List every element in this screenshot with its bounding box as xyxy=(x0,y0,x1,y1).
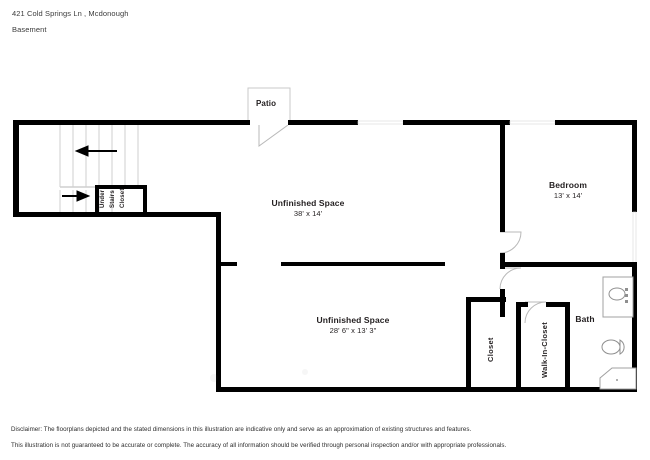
room-label-under-stairs-closet: Under xyxy=(100,190,108,208)
walls xyxy=(13,120,637,392)
floorplan-canvas xyxy=(13,87,637,392)
walk-in-closet-door-swing xyxy=(524,301,547,324)
bath-fixtures xyxy=(599,276,637,390)
patio-door-swing xyxy=(258,124,289,147)
sink-icon xyxy=(602,276,634,318)
under-stairs-line-2: Stairs xyxy=(110,190,116,208)
room-dimensions: 13' x 14' xyxy=(553,191,583,200)
room-name: Unfinished Space xyxy=(316,315,390,325)
disclaimer-line-2: This illustration is not guaranteed to b… xyxy=(11,442,507,449)
floor-level-label: Basement xyxy=(12,25,47,34)
hall-door-swing xyxy=(499,267,522,290)
under-stairs-line-1: Under xyxy=(100,189,106,208)
room-label-patio: Patio xyxy=(256,99,277,108)
room-label-closet: Closet xyxy=(486,337,495,362)
room-label-unfinished-upper: Unfinished Space 38' x 14' xyxy=(213,198,403,219)
under-stairs-line-3: Closet xyxy=(120,188,126,208)
stair-arrow-down-icon xyxy=(62,190,91,202)
bedroom-door-swing xyxy=(499,231,522,254)
room-label-bath: Bath xyxy=(550,314,620,325)
room-name: Bedroom xyxy=(548,180,587,190)
room-name: Bath xyxy=(575,314,595,324)
patio-outline xyxy=(247,87,291,125)
room-label-under-stairs-closet-2: Stairs xyxy=(110,190,118,208)
room-label-walk-in-closet: Walk-In-Closet xyxy=(540,321,549,378)
room-name: Unfinished Space xyxy=(271,198,345,208)
room-label-unfinished-lower: Unfinished Space 28' 6" x 13' 3" xyxy=(258,315,448,336)
plan-header: 421 Cold Springs Ln , Mcdonough Basement xyxy=(12,8,412,36)
disclaimer-line-1: Disclaimer: The floorplans depicted and … xyxy=(11,426,472,433)
door-swings xyxy=(258,124,547,324)
under-stairs-closet-left-wall xyxy=(95,185,99,217)
room-label-under-stairs-closet-3: Closet xyxy=(120,188,128,208)
shower-icon xyxy=(599,367,637,390)
under-stairs-closet-right-wall xyxy=(143,185,147,217)
room-dimensions: 38' x 14' xyxy=(293,209,323,218)
room-label-bedroom: Bedroom 13' x 14' xyxy=(473,180,650,201)
decorative-marks xyxy=(210,369,308,382)
room-dimensions: 28' 6" x 13' 3" xyxy=(329,326,377,335)
under-stairs-closet-top-wall xyxy=(95,185,147,189)
toilet-icon xyxy=(601,339,625,355)
floorplan-drawing xyxy=(13,87,637,392)
stair-arrow-up-icon xyxy=(74,145,117,157)
disclaimer-block: Disclaimer: The floorplans depicted and … xyxy=(11,425,611,457)
property-address: 421 Cold Springs Ln , Mcdonough xyxy=(12,9,129,18)
